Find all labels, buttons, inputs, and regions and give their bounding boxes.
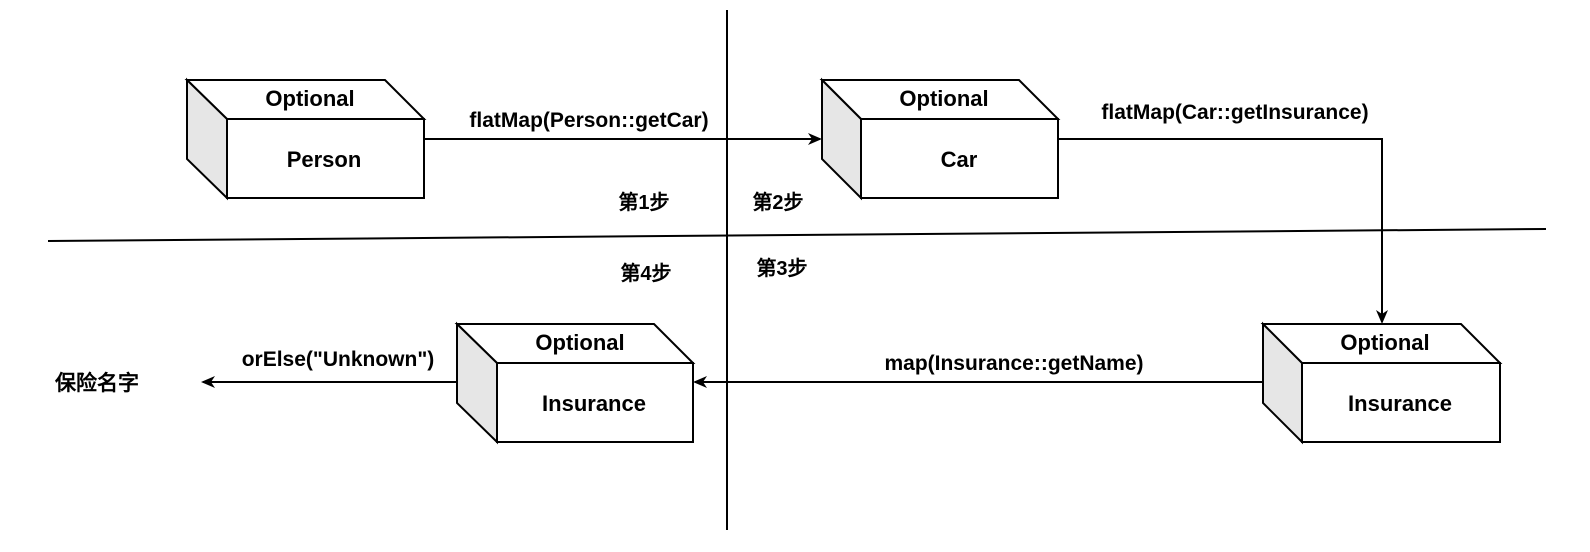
horizontal-divider [47, 228, 1547, 242]
box-header: Optional [899, 86, 988, 111]
step-label-2: 第2步 [752, 190, 803, 214]
box-header: Optional [1340, 330, 1429, 355]
box-label: Car [941, 147, 978, 172]
step-label-1: 第1步 [618, 190, 669, 214]
step-label-3: 第3步 [756, 256, 807, 280]
box-label: Person [287, 147, 362, 172]
result-label: 保险名字 [54, 371, 139, 395]
edge-label-map-getname: map(Insurance::getName) [884, 352, 1143, 375]
box-header: Optional [535, 330, 624, 355]
box-front-face [1301, 362, 1501, 443]
arrow-car-to-insurance [1058, 138, 1388, 324]
box-front-face [226, 118, 425, 199]
box-front-face [496, 362, 694, 443]
box-header: Optional [265, 86, 354, 111]
optional-insurance-right-box: Optional Insurance [1260, 321, 1503, 445]
optional-car-box: Optional Car [819, 77, 1061, 201]
box-front-face [860, 118, 1059, 199]
optional-insurance-left-box: Optional Insurance [454, 321, 696, 445]
edge-label-orelse: orElse("Unknown") [242, 348, 435, 371]
step-label-4: 第4步 [620, 261, 671, 285]
box-label: Insurance [542, 391, 646, 416]
edge-label-flatmap-getcar: flatMap(Person::getCar) [469, 109, 708, 132]
box-label: Insurance [1348, 391, 1452, 416]
edge-label-flatmap-getinsurance: flatMap(Car::getInsurance) [1101, 101, 1368, 124]
optional-person-box: Optional Person [184, 77, 427, 201]
